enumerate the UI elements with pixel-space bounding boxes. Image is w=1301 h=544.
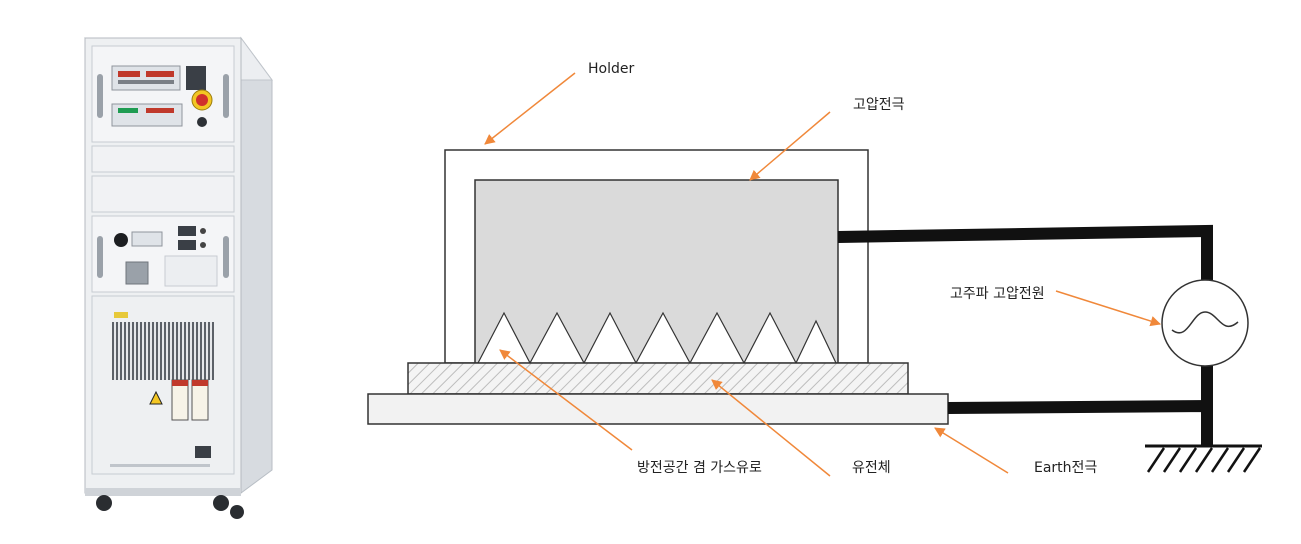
- sine-wave-icon: [1171, 311, 1239, 334]
- control-panel-upper: [91, 45, 235, 143]
- warning-label-2-header: [192, 380, 208, 386]
- discharge-space-peaks: [477, 311, 837, 364]
- caster-front-right: [213, 495, 229, 511]
- plasma-schematic: [367, 72, 1262, 477]
- earth-wire: [947, 399, 1213, 445]
- handle-left-upper: [97, 74, 103, 118]
- blank-panel-2: [91, 175, 235, 213]
- panel-inset: [164, 255, 218, 287]
- holder-label: Holder: [588, 61, 635, 77]
- panel-rotary-switch: [125, 261, 149, 285]
- bottom-label-strip: [110, 464, 210, 467]
- warning-label-1-header: [172, 380, 188, 386]
- caster-rear-right: [230, 505, 244, 519]
- timer-display: [186, 66, 206, 90]
- emergency-stop-button: [196, 94, 208, 106]
- cabinet-side-panel: [240, 36, 273, 494]
- vent-grille: [112, 322, 214, 380]
- meter-display-2: [111, 103, 183, 127]
- cabinet-base: [85, 488, 241, 496]
- meter-led-1: [118, 71, 140, 77]
- dielectric-label: 유전체: [852, 460, 891, 476]
- handle-left-middle: [97, 236, 103, 278]
- earth-electrode-label: Earth전극: [1034, 460, 1098, 476]
- equipment-cabinet: [83, 36, 273, 519]
- ac-source-symbol: [1161, 279, 1249, 367]
- warning-triangle-icon: [149, 390, 163, 405]
- meter-led-4: [146, 108, 174, 113]
- hv-electrode-label: 고압전극: [853, 97, 905, 113]
- brand-badge: [195, 446, 211, 458]
- source-leader-arrow: [1055, 290, 1162, 327]
- meter-led-2: [146, 71, 174, 77]
- panel-switch-group: [131, 231, 163, 247]
- handle-right-upper: [223, 74, 229, 118]
- key-switch: [197, 117, 207, 127]
- earth-leader-arrow: [934, 427, 1009, 474]
- panel-knob-2: [200, 242, 206, 248]
- hv-wire: [837, 224, 1213, 294]
- hv-electrode-leader-arrow: [749, 111, 831, 181]
- meter-display-1: [111, 65, 181, 91]
- dielectric-leader-arrow: [711, 379, 831, 477]
- hf-hv-source-label: 고주파 고압전원: [950, 286, 1045, 302]
- panel-indicator-1: [178, 226, 196, 236]
- holder-leader-arrow: [484, 72, 576, 145]
- panel-knob-1: [200, 228, 206, 234]
- discharge-leader-arrow: [499, 349, 633, 451]
- blank-panel-1: [91, 145, 235, 173]
- caster-front-left: [96, 495, 112, 511]
- handle-right-middle: [223, 236, 229, 278]
- dielectric-layer: [407, 362, 909, 395]
- discharge-space-label: 방전공간 겸 가스유로: [637, 460, 762, 476]
- meter-scale-1: [118, 80, 174, 84]
- earth-electrode-plate: [367, 393, 949, 425]
- panel-meter-round: [114, 233, 128, 247]
- warning-sticker-small: [114, 312, 128, 318]
- meter-led-3: [118, 108, 138, 113]
- panel-indicator-2: [178, 240, 196, 250]
- ground-icon: [1145, 444, 1262, 473]
